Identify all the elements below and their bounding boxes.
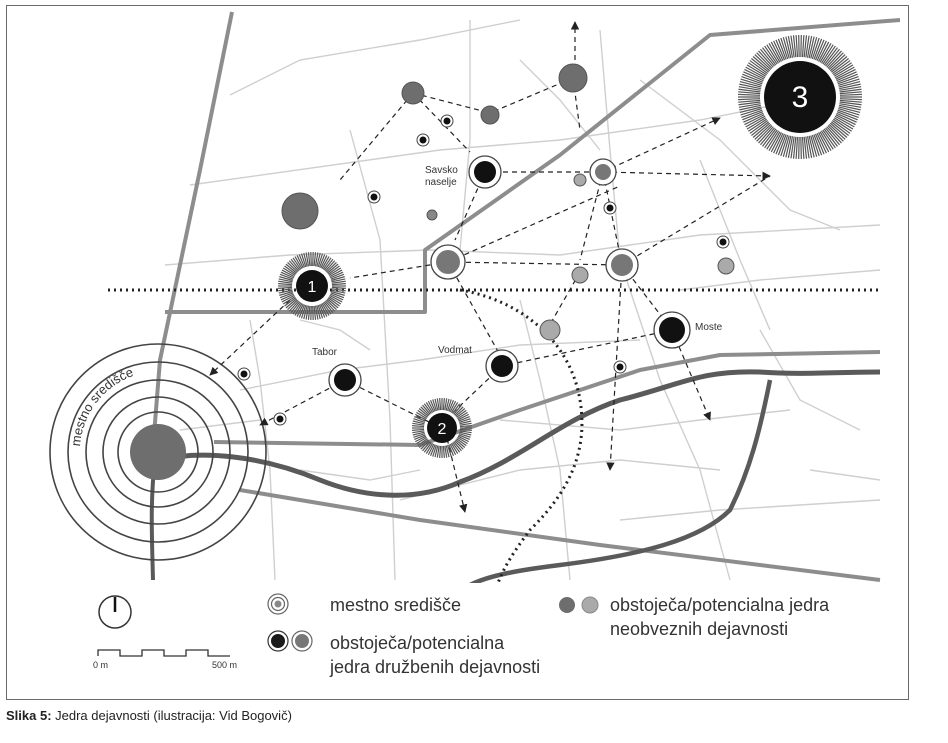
legend-optional-text-1: obstoječa/potencialna jedra bbox=[610, 595, 830, 615]
social-node bbox=[659, 317, 685, 343]
street-network bbox=[164, 19, 881, 581]
caption-text: Jedra dejavnosti (ilustracija: Vid Bogov… bbox=[51, 708, 292, 723]
north-arrow-icon bbox=[98, 595, 132, 629]
legend-social-text-2: jedra družbenih dejavnosti bbox=[330, 657, 541, 677]
label-naselje: naselje bbox=[425, 177, 457, 188]
social-node bbox=[611, 254, 633, 276]
legend-optional-light-icon bbox=[581, 596, 599, 614]
small-node bbox=[616, 363, 624, 371]
node-1-core bbox=[296, 270, 328, 302]
activity-nodes bbox=[237, 35, 862, 458]
node-2-number: 2 bbox=[438, 421, 447, 438]
small-node bbox=[719, 238, 727, 246]
small-node bbox=[240, 370, 248, 378]
figure-frame bbox=[6, 5, 909, 700]
small-node bbox=[276, 415, 284, 423]
scale-bar bbox=[97, 649, 230, 657]
small-node bbox=[419, 136, 427, 144]
optional-node bbox=[401, 81, 425, 105]
railway-line-curved bbox=[459, 288, 584, 583]
node-1-hatch bbox=[278, 251, 346, 321]
label-savsko: Savsko bbox=[425, 165, 458, 176]
legend-social-dark-icon bbox=[267, 630, 289, 652]
node-3-hatch bbox=[738, 35, 862, 159]
node-2-core bbox=[427, 413, 457, 443]
node-3-number: 3 bbox=[792, 81, 809, 114]
small-node bbox=[606, 204, 614, 212]
legend-optional-grey-icon bbox=[559, 597, 575, 613]
figure-caption: Slika 5: Jedra dejavnosti (ilustracija: … bbox=[6, 708, 292, 723]
scale-start: 0 m bbox=[93, 660, 108, 670]
river-branch bbox=[468, 379, 773, 583]
river bbox=[159, 369, 881, 498]
node-2-hatch bbox=[412, 398, 472, 458]
legend-social-grey-icon bbox=[291, 630, 313, 652]
optional-node bbox=[281, 192, 319, 230]
optional-node bbox=[717, 257, 735, 275]
node-3-core bbox=[764, 61, 836, 133]
legend-optional-text-2: neobveznih dejavnosti bbox=[610, 619, 789, 639]
legend-city-center-icon bbox=[267, 593, 289, 615]
caption-label: Slika 5: bbox=[6, 708, 52, 723]
main-roads bbox=[150, 11, 901, 582]
optional-node bbox=[539, 319, 561, 341]
scale-end: 500 m bbox=[212, 660, 237, 670]
small-node bbox=[443, 117, 451, 125]
legend-social-text-1: obstoječa/potencialna bbox=[330, 633, 505, 653]
label-vodmat: Vodmat bbox=[438, 345, 472, 356]
social-node bbox=[491, 355, 513, 377]
node-1-number: 1 bbox=[308, 279, 317, 296]
social-node bbox=[474, 161, 496, 183]
optional-node bbox=[480, 105, 500, 125]
city-center-rings bbox=[49, 343, 267, 561]
city-center-core bbox=[130, 424, 186, 480]
social-node bbox=[334, 369, 356, 391]
optional-node bbox=[571, 266, 589, 284]
label-moste: Moste bbox=[695, 322, 723, 333]
legend-city-center-text: mestno središče bbox=[330, 595, 462, 615]
small-node bbox=[370, 193, 378, 201]
social-node bbox=[595, 164, 611, 180]
optional-node bbox=[558, 63, 588, 93]
city-center-label: mestno središče bbox=[68, 364, 135, 447]
optional-node bbox=[426, 209, 438, 221]
label-tabor: Tabor bbox=[312, 347, 338, 358]
optional-node bbox=[573, 173, 587, 187]
social-node bbox=[436, 250, 460, 274]
